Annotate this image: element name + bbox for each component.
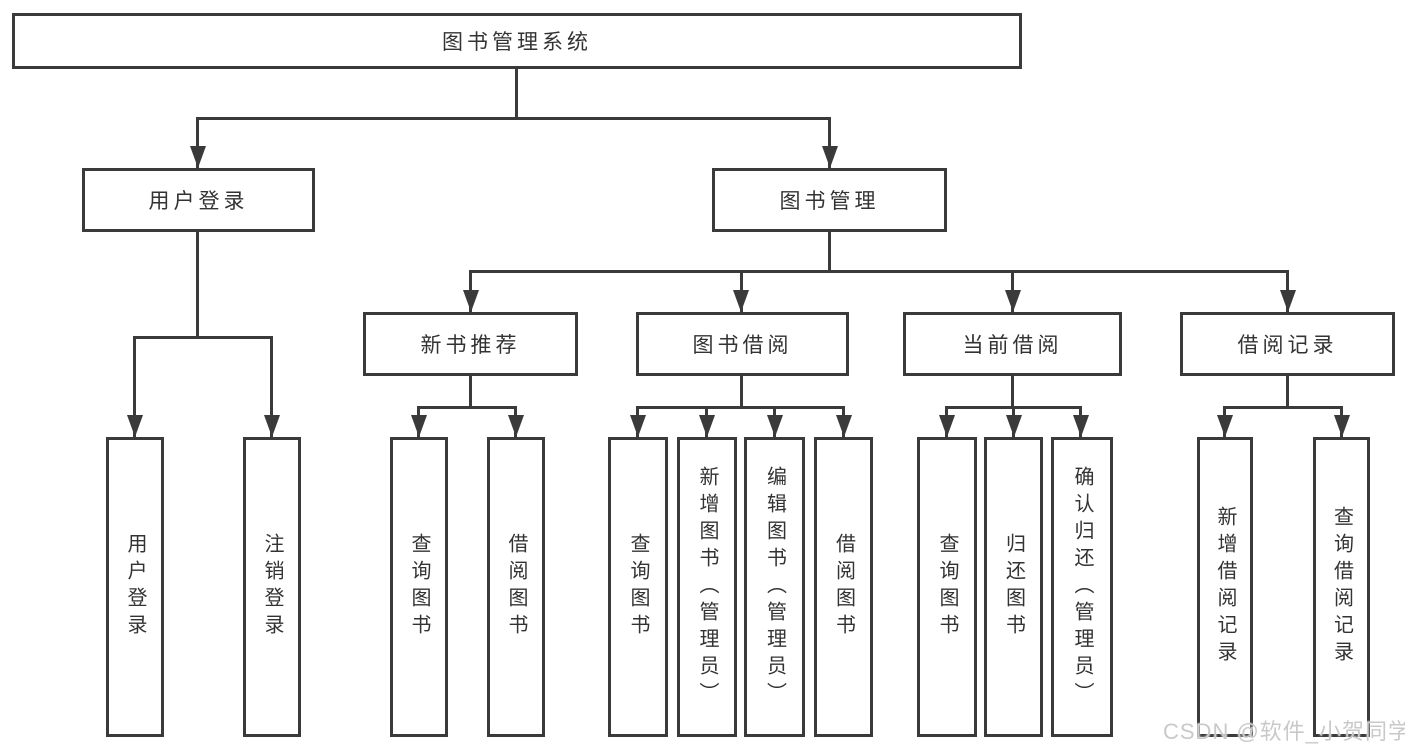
arrowhead-icon xyxy=(1334,415,1350,437)
arrowhead-icon xyxy=(508,415,524,437)
leaf-borrow-books-new: 借阅图书 xyxy=(487,437,545,737)
arrowhead-icon xyxy=(733,290,749,312)
leaf-label: 借阅图书 xyxy=(832,533,855,641)
arrowhead-icon xyxy=(767,415,783,437)
leaf-query-borrow-record: 查询借阅记录 xyxy=(1313,437,1370,737)
connector-to-user-login xyxy=(196,117,199,168)
leaf-label: 注销登录 xyxy=(261,533,283,641)
arrowhead-icon xyxy=(190,146,206,168)
arrowhead-icon xyxy=(939,415,955,437)
leaf-label: 确认归还（管理员） xyxy=(1071,465,1093,709)
leaf-label: 借阅图书 xyxy=(505,533,527,641)
arrowhead-icon xyxy=(1217,415,1233,437)
arrowhead-icon xyxy=(1005,290,1021,312)
leaf-add-book-admin: 新增图书（管理员） xyxy=(677,437,737,737)
arrowhead-icon xyxy=(127,415,143,437)
leaf-label: 用户登录 xyxy=(124,533,146,641)
node-user-login-label: 用户登录 xyxy=(148,190,249,213)
arrowhead-icon xyxy=(411,415,427,437)
connector-book-mgmt-stem xyxy=(828,232,831,270)
arrowhead-icon xyxy=(264,415,280,437)
leaf-edit-book-admin: 编辑图书（管理员） xyxy=(744,437,805,737)
connector-new-books-split xyxy=(417,406,517,409)
connector-book-borrow-stem xyxy=(740,376,743,406)
connector-root-stem xyxy=(515,69,518,117)
leaf-borrow-books: 借阅图书 xyxy=(814,437,873,737)
arrowhead-icon xyxy=(463,290,479,312)
node-user-login: 用户登录 xyxy=(82,168,315,232)
node-current-borrow: 当前借阅 xyxy=(903,312,1122,376)
leaf-query-books-borrow: 查询图书 xyxy=(608,437,668,737)
node-new-books-label: 新书推荐 xyxy=(420,334,521,357)
arrowhead-icon xyxy=(1006,415,1022,437)
connector-book-mgmt-split xyxy=(469,270,1289,273)
connector-borrow-records-stem xyxy=(1286,376,1289,406)
leaf-label: 查询借阅记录 xyxy=(1330,506,1353,668)
connector-root-split xyxy=(196,117,830,120)
connector-user-login-stem xyxy=(196,232,199,336)
node-borrow-records: 借阅记录 xyxy=(1180,312,1395,376)
arrowhead-icon xyxy=(699,415,715,437)
leaf-query-books-new: 查询图书 xyxy=(390,437,448,737)
leaf-label: 新增图书（管理员） xyxy=(696,465,718,709)
arrowhead-icon xyxy=(630,415,646,437)
connector-user-login-split xyxy=(133,336,273,339)
leaf-label: 新增借阅记录 xyxy=(1214,506,1236,668)
leaf-label: 归还图书 xyxy=(1002,533,1025,641)
csdn-watermark: CSDN @软件_小贺同学 xyxy=(1163,719,1405,744)
leaf-return-book: 归还图书 xyxy=(984,437,1043,737)
leaf-user-login: 用户登录 xyxy=(106,437,164,737)
connector-new-books-stem xyxy=(469,376,472,406)
arrowhead-icon xyxy=(1073,415,1089,437)
node-root: 图书管理系统 xyxy=(12,13,1022,69)
connector-to-book-mgmt xyxy=(828,117,831,168)
connector-book-borrow-split xyxy=(636,406,845,409)
connector-current-borrow-stem xyxy=(1011,376,1014,406)
leaf-label: 查询图书 xyxy=(408,533,430,641)
node-current-borrow-label: 当前借阅 xyxy=(962,334,1063,357)
arrowhead-icon xyxy=(1280,290,1296,312)
arrowhead-icon xyxy=(822,146,838,168)
leaf-label: 查询图书 xyxy=(627,533,649,641)
node-new-books: 新书推荐 xyxy=(363,312,578,376)
connector-to-leaf xyxy=(270,336,273,437)
leaf-label: 编辑图书（管理员） xyxy=(763,465,786,709)
leaf-add-borrow-record: 新增借阅记录 xyxy=(1197,437,1253,737)
node-book-borrow-label: 图书借阅 xyxy=(692,334,793,357)
leaf-logout: 注销登录 xyxy=(243,437,301,737)
connector-borrow-records-split xyxy=(1223,406,1343,409)
node-root-label: 图书管理系统 xyxy=(442,31,592,54)
leaf-label: 查询图书 xyxy=(936,533,958,641)
leaf-confirm-return-admin: 确认归还（管理员） xyxy=(1051,437,1113,737)
arrowhead-icon xyxy=(836,415,852,437)
node-book-borrow: 图书借阅 xyxy=(636,312,849,376)
leaf-query-books-current: 查询图书 xyxy=(917,437,977,737)
node-book-mgmt: 图书管理 xyxy=(712,168,947,232)
node-borrow-records-label: 借阅记录 xyxy=(1237,334,1338,357)
node-book-mgmt-label: 图书管理 xyxy=(779,190,880,213)
connector-to-leaf xyxy=(133,336,136,437)
